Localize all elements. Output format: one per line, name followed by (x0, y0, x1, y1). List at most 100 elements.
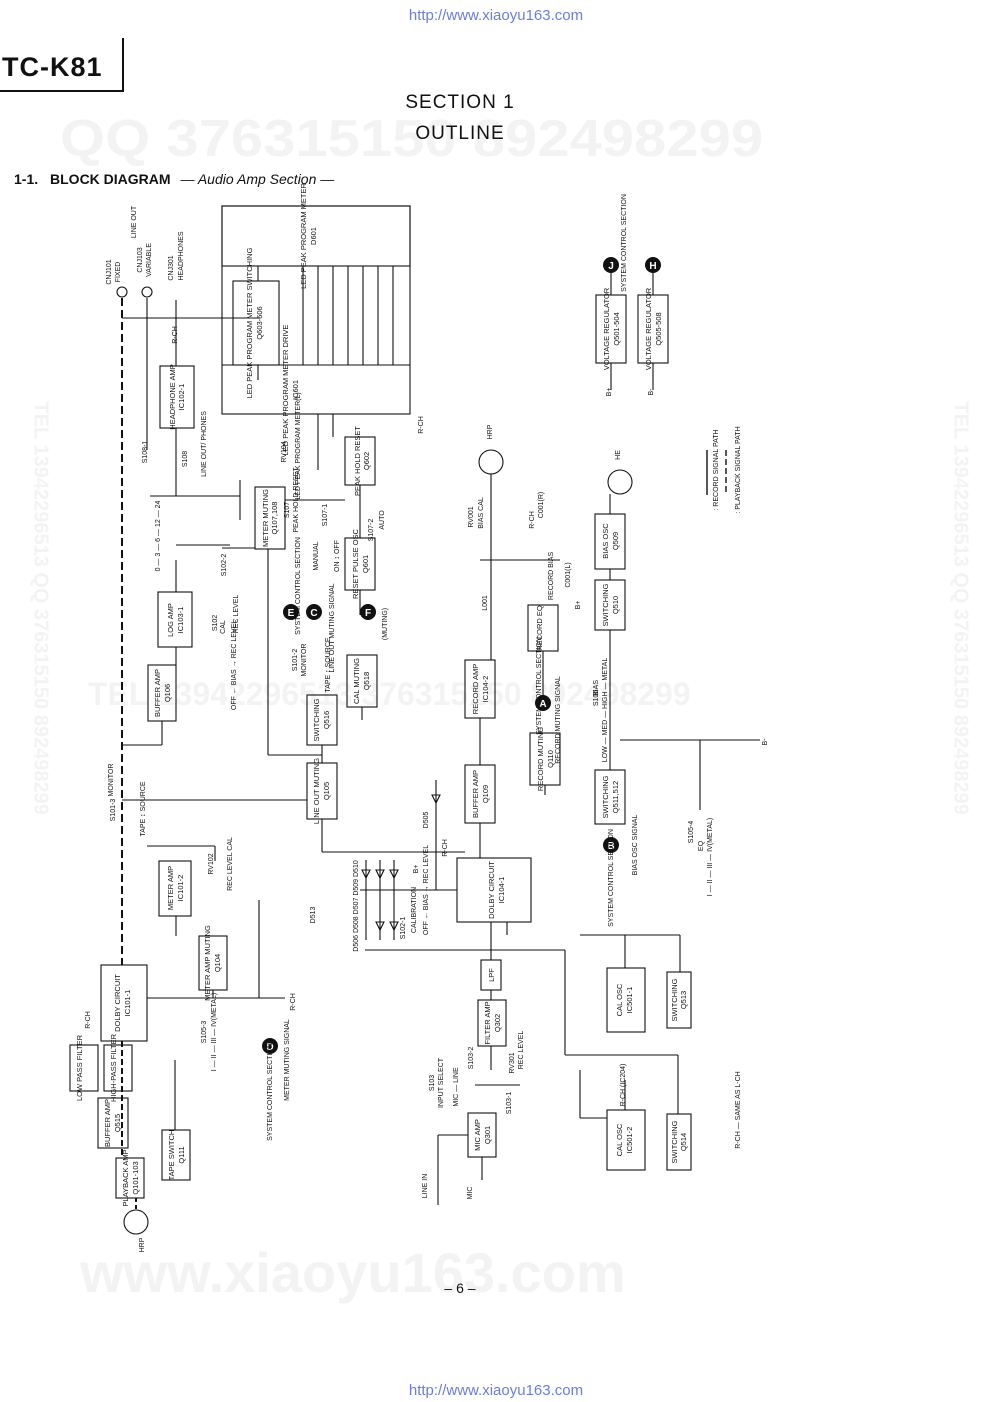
playback-amp-ref: Q101-103 (131, 1161, 140, 1194)
cal-osc-1-label: CAL OSC (615, 983, 624, 1016)
system-control-label-5: SYSTEM CONTROL SECTION (621, 194, 628, 292)
marker-F-label: F (365, 608, 371, 619)
source-url-top[interactable]: http://www.xiaoyu163.com (408, 7, 584, 24)
meter-muting-signal-label: METER MUTING SIGNAL (284, 1019, 291, 1101)
switching-q511-block (594, 769, 626, 825)
b-minus-label-2: B- (762, 738, 769, 746)
led-drive-label: LED PEAK PROGRAM METER DRIVE (281, 325, 290, 456)
cnj103-label: CNJ103 (137, 247, 144, 272)
record-head (478, 449, 504, 475)
c001r-label: C001(R) (538, 492, 545, 518)
rv102-label: RV102 (208, 853, 215, 874)
switching-q516-ref: Q516 (322, 711, 331, 729)
watermark-qq: QQ 376315150 892498299 (60, 109, 764, 168)
record-muting-signal-label: RECORD MUTING SIGNAL (555, 676, 562, 764)
meter-amp-label: METER AMP (166, 866, 175, 910)
filter-amp-ref: Q302 (493, 1014, 502, 1032)
wiring (122, 272, 760, 1205)
off-bias-rec-label-2: OFF ← BIAS → REC LEVEL (423, 845, 430, 935)
s101-3-label: S101-3 (110, 799, 117, 822)
bias-cal-label: BIAS CAL (478, 497, 485, 529)
rv104-name-label: LED PEAK PROGRAM METER(L) (295, 392, 302, 499)
switching-q513-block (666, 971, 692, 1029)
headphones-label: HEADPHONES (178, 231, 185, 280)
rec-level-box-label: REC LEVEL (518, 1031, 525, 1070)
headphone-amp-label: HEADPHONE AMP (168, 364, 177, 429)
monitor-label-2: MONITOR (108, 764, 115, 797)
peak-hold-ref: Q602 (362, 452, 371, 470)
line-out-muting-ref: Q105 (322, 782, 331, 800)
vreg-1-label: VOLTAGE REGULATOR (602, 287, 611, 370)
s102-1-label: S102-1 (400, 917, 407, 940)
marker-D-label: D (266, 1042, 273, 1053)
tape-types-label-2: I — II — III — IV(METAL) (707, 818, 714, 896)
marker-H (645, 257, 661, 273)
fixed-label: FIXED (115, 262, 122, 283)
vreg-1-ref: Q501-504 (612, 312, 621, 345)
hrp-label-2: HRP (487, 424, 494, 439)
model-number: TC-K81 (2, 52, 103, 82)
marker-A-label: A (539, 699, 546, 710)
buffer-amp-q109-ref: Q109 (481, 785, 490, 803)
muting-label: (MUTING) (382, 608, 389, 640)
switching-q510-label: SWITCHING (601, 583, 610, 626)
log-amp-ref: IC103-1 (176, 607, 185, 634)
switching-q514-block (666, 1113, 692, 1171)
rec-level-cal-label: REC LEVEL CAL (227, 837, 234, 891)
bias-osc-label: BIAS OSC (601, 523, 610, 559)
dolby-2-label: DOLBY CIRCUIT (487, 861, 496, 919)
cal-label: CAL (220, 620, 227, 634)
bias-osc-block (594, 513, 626, 570)
buffer-amp-q515-ref: Q515 (113, 1114, 122, 1132)
source-url-bottom[interactable]: http://www.xiaoyu163.com (408, 1382, 584, 1399)
switching-q514-ref: Q514 (679, 1133, 688, 1151)
section-title: OUTLINE (415, 123, 505, 144)
low-pass-block (69, 1044, 99, 1092)
switching-q513-label: SWITCHING (670, 978, 679, 1021)
legend-playback-label: : PLAYBACK SIGNAL PATH (735, 426, 742, 513)
led-meter-ref: D601 (309, 227, 318, 245)
meter-muting-block (254, 486, 286, 550)
record-bias-label: RECORD BIAS (548, 552, 555, 601)
r-ch-label-5: R-CH (418, 416, 425, 434)
led-drive-ref: IC601 (291, 380, 300, 400)
off-bias-rec-label: OFF ← BIAS → REC LEVEL (231, 620, 238, 710)
meter-amp-muting-ref: Q104 (213, 954, 222, 972)
tape-switch-label: TAPE SWITCH (167, 1130, 176, 1181)
cal-muting-ref: Q518 (362, 672, 371, 690)
bias-osc-ref: Q509 (611, 532, 620, 550)
buffer-amp-q109-label: BUFFER AMP (471, 770, 480, 818)
meter-amp-ref: IC101-2 (176, 875, 185, 902)
dolby-1-label: DOLBY CIRCUIT (113, 974, 122, 1032)
log-amp-label: LOG AMP (166, 603, 175, 637)
switching-q516-label: SWITCHING (312, 698, 321, 741)
calibration-label: CALIBRATION (411, 887, 418, 933)
playback-head (123, 1209, 149, 1235)
dolby-1-block (100, 964, 148, 1042)
switching-q510-block (594, 579, 626, 631)
same-as-lch-label: R-CH — SAME AS L-CH (735, 1071, 742, 1148)
section-markers (262, 257, 661, 1054)
switching-q511-ref: Q511,512 (611, 781, 620, 813)
c001l-label: C001(L) (565, 562, 572, 587)
record-amp-ref: IC104-2 (481, 676, 490, 703)
mic-amp-label: MIC AMP (473, 1119, 482, 1151)
led-switch-label: LED PEAK PROGRAM METER SWITCHING (245, 247, 254, 398)
r-ch-ic204-label: R-CH (IC204) (620, 1064, 627, 1107)
filter-amp-block (477, 999, 507, 1047)
model-frame (0, 38, 124, 92)
buffer-amp-q106-label: BUFFER AMP (153, 669, 162, 717)
buffer-amp-q515-label: BUFFER AMP (103, 1099, 112, 1147)
diagram-heading: 1-1. BLOCK DIAGRAM — Audio Amp Section — (14, 171, 334, 187)
switching-q510-ref: Q510 (611, 596, 620, 614)
cal-muting-label: CAL MUTING (352, 658, 361, 704)
mic-amp-ref: Q301 (483, 1126, 492, 1144)
line-out-muting-label: LINE OUT MUTING (312, 758, 321, 824)
tape-switch-ref: Q111 (177, 1146, 186, 1163)
playback-amp-block (115, 1157, 145, 1199)
s101-2-label: S101-2 (292, 649, 299, 672)
high-pass-block (103, 1044, 133, 1092)
system-control-label-1: SYSTEM CONTROL SECTION (295, 537, 302, 635)
marker-D (262, 1038, 278, 1054)
